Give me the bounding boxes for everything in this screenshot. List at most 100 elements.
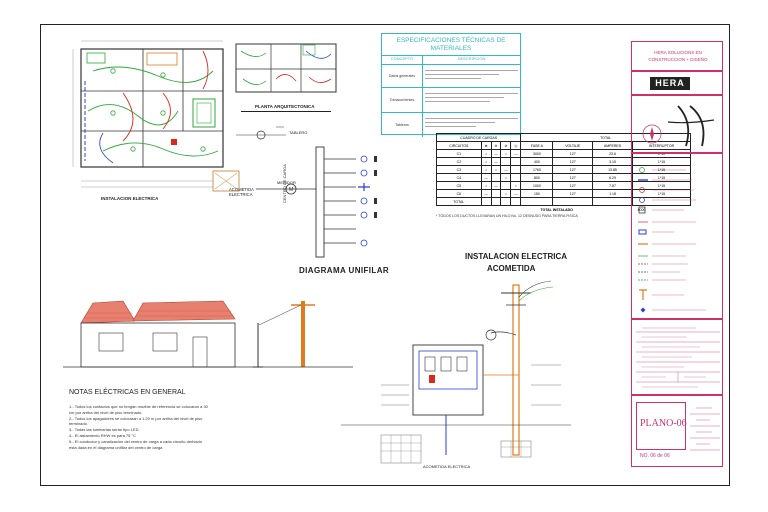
single-line-diagram-title: DIAGRAMA UNIFILAR [299,266,390,275]
company-name-1: HERA SOLUCIONS EN [654,50,702,55]
installation-plan-title: INSTALACION ELECTRICA [101,196,159,201]
symbol-switch-icon: ⊘ [500,141,512,150]
drawing-sheet: INSTALACION ELECTRICA PLANTA ARQUITECTON… [40,24,730,486]
sheet-number: PLANO-06 [640,418,687,429]
specs-title-line-1: ESPECIFICACIONES TÉCNICAS DE [396,37,506,44]
specs-row-concepto: Tomacorrientes [382,88,423,112]
load-cell-fase: 3000 [520,149,554,158]
architectural-plan-title: PLANTA ARQUITECTONICA [255,104,315,109]
title-underline [241,111,331,112]
company-name-2: CONSTRUCCION + DISEÑO [648,57,708,62]
panel-label: TABLERO [289,130,308,135]
load-cell-amperes: 6.29 [591,173,634,182]
load-table-title: CUADRO DE CARGAS [435,133,522,142]
load-cell-circuit: C4 [436,173,482,182]
symbol-legend [638,167,706,313]
load-cell-amperes: 13.85 [591,165,634,174]
load-cell-voltaje: 127 [552,149,593,158]
table-row: TOTAL [436,197,691,206]
technical-specs-table: ESPECIFICACIONES TÉCNICAS DE MATERIALES … [381,33,521,137]
specs-row: Tomacorrientes [382,88,520,113]
service-entrance-label-1: ACOMETIDA [229,187,254,192]
location-box [631,95,723,153]
specs-row: Tableros [382,113,520,137]
note-line: 5.- El conductor y canalización del cent… [69,438,202,444]
load-cell-fase: 1760 [520,165,554,174]
single-line-diagram: M [256,146,377,258]
acometida-title-line-1: INSTALACION ELECTRICA [465,252,568,261]
load-cell-voltaje: 127 [552,189,593,198]
specs-title-line-2: MATERIALES [430,45,472,52]
specs-row-description [423,88,520,112]
specs-row-description [423,65,520,87]
credits-box [631,319,723,395]
load-table: CUADRO DE CARGAS TOTAL CIRCUITOS ⊕ ⊖ ⊘ ◎… [435,133,691,219]
note-line: 3.- Todas las luminarias serán tipo LED. [69,427,140,433]
note-line: 4.- El aislamiento RHW es para 75 °C [69,432,136,438]
load-center-label: CENTRO DE CARGA [282,164,287,203]
note-line: 1.- Todos los contactos que no tengan mu… [69,404,208,409]
sheet-number-frame: PLANO-06 [636,402,687,450]
location-map [642,105,715,147]
specs-row-concepto: Tableros [382,113,423,137]
specs-col-concepto: CONCEPTO [382,56,423,64]
note-line: cm por arriba del nivel de piso terminad… [69,409,143,415]
load-cell-amperes: 23.6 [591,149,634,158]
electrical-notes: NOTAS ELÉCTRICAS EN GENERAL 1.- Todos lo… [69,389,259,450]
sheet-number-box: PLANO-06 NO. 06 de 06 [631,395,723,467]
load-cell-circuit: TOTAL [436,197,482,206]
symbol-lamp-icon: ⊕ [480,141,492,150]
specs-row-concepto: Datos generales [382,65,423,87]
company-logo: HERA [650,77,690,90]
company-box: HERA SOLUCIONS EN CONSTRUCCION + DISEÑO [631,41,723,71]
load-cell-circuit: C6 [436,189,482,198]
note-line: 2.- Todos los apagadores se colocaran a … [69,415,203,421]
symbol-fixture-icon: ◎ [510,141,522,150]
load-cell-voltaje: 127 [552,181,593,190]
house-elevation [63,300,353,368]
specs-row: Datos generales [382,65,520,88]
load-cell-circuit: C3 [436,165,482,174]
electrical-floor-plan [72,40,240,192]
load-cell-circuit: C2 [436,157,482,166]
meter-label: MEDIDOR [277,180,296,185]
load-cell-fase: 800 [520,173,554,182]
load-col-voltaje: VOLTAJE [552,141,593,150]
legend-box [631,153,723,319]
specs-row-description [423,113,520,137]
sheet-info-lines [690,407,720,451]
service-entrance-label: ACOMETIDA ELECTRICA [229,187,254,197]
load-col-fase-a: FASE A [520,141,554,150]
load-cell-fase: 1000 [520,181,554,190]
symbol-outlet-icon: ⊖ [490,141,502,150]
acometida-title-line-2: ACOMETIDA [487,264,536,273]
service-entrance-label-2: ELECTRICA [229,192,253,198]
load-col-amperes: AMPERES [591,141,634,150]
specs-col-descripcion: DESCRIPCION [457,56,486,61]
load-cell-amperes: 7.87 [591,181,634,190]
architectural-floor-plan [235,43,337,93]
load-cell-amperes: 3.15 [591,157,634,166]
load-table-note: * TODOS LOS DUCTOS LLEVARAN UN HILO No. … [436,214,578,218]
logo-box: HERA [631,71,723,95]
load-cell-circuit: C5 [436,181,482,190]
notes-title: NOTAS ELÉCTRICAS EN GENERAL [69,389,186,396]
svg-text:M: M [289,187,293,193]
load-total-installed-label: TOTAL INSTALADO [540,207,573,212]
load-cell-amperes: 1.18 [591,189,634,198]
load-cell-circuit: C1 [436,149,482,158]
note-line: terminado. [69,421,88,427]
note-line: esta dada en el diagrama unifilar del ce… [69,444,163,450]
service-entrance-detail [341,280,571,464]
title-block: HERA SOLUCIONS EN CONSTRUCCION + DISEÑO … [631,41,723,481]
load-cell-voltaje: 127 [552,157,593,166]
load-cell-voltaje: 127 [552,173,593,182]
specs-title: ESPECIFICACIONES TÉCNICAS DE MATERIALES [382,34,520,56]
sheet-count: NO. 06 de 06 [640,453,670,459]
load-cell-fase: 400 [520,157,554,166]
load-cell-voltaje: 127 [552,165,593,174]
specs-header-row: CONCEPTO DESCRIPCION [382,56,520,65]
load-total-installed-value: 8000 [637,207,646,212]
credits-lines [636,327,720,388]
